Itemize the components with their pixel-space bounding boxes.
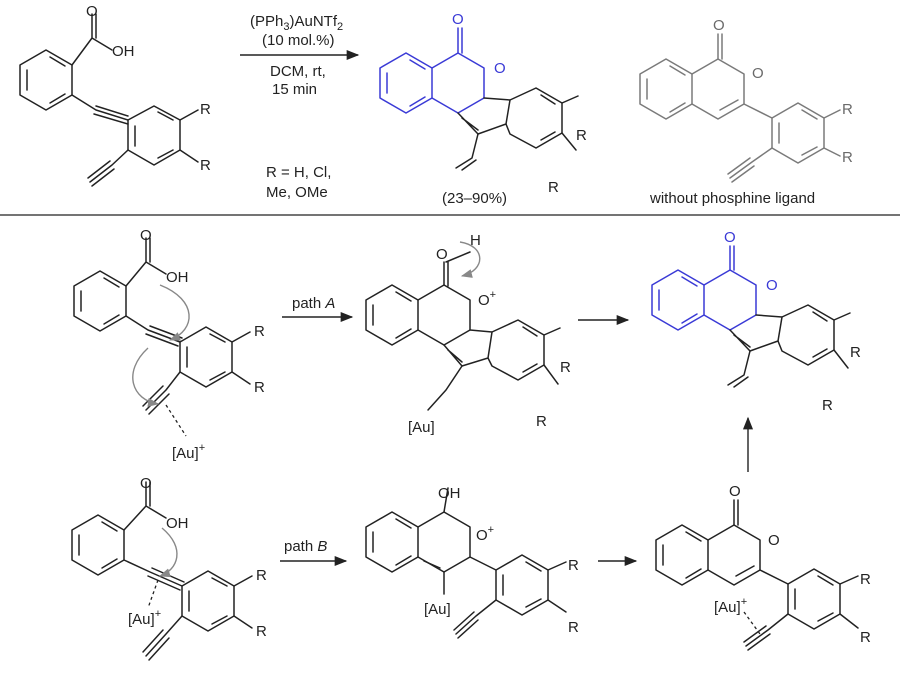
path-b-arrow: path B: [280, 538, 348, 567]
atom-r: R: [560, 359, 571, 376]
atom-r: R: [254, 323, 265, 340]
path-a-intermediate: O H O+ R R [Au]: [365, 232, 571, 436]
au-coordination-bond: [147, 579, 159, 609]
au-cation-label: [Au]+: [714, 596, 747, 616]
catalyst-label: (PPh3)AuNTf2: [250, 13, 343, 33]
atom-r: R: [842, 101, 853, 118]
curved-arrow: [459, 241, 481, 278]
au-cation-label: [Au]+: [172, 442, 205, 462]
path-b-gold-isocoumarin: O O R R [Au]+: [655, 483, 871, 651]
atom-o-ring: O: [766, 277, 778, 294]
atom-o-carbonyl: O: [140, 227, 152, 244]
atom-r: R: [860, 629, 871, 646]
substituents-line1: R = H, Cl,: [266, 164, 331, 181]
substituents-line2: Me, OMe: [266, 184, 328, 201]
atom-r: R: [568, 557, 579, 574]
atom-r: R: [536, 413, 547, 430]
atom-oh: OH: [438, 485, 461, 502]
atom-o-carbonyl: O: [86, 3, 98, 20]
atom-h: H: [470, 232, 481, 249]
product-indenoisocoumarin-bottom: O O R R: [651, 229, 861, 414]
path-a-arrow: path A: [282, 295, 354, 323]
atom-o-carbonyl: O: [713, 17, 725, 34]
atom-r: R: [842, 149, 853, 166]
atom-o-ring: O: [768, 532, 780, 549]
atom-r: R: [576, 127, 587, 144]
au-label: [Au]: [408, 419, 435, 436]
atom-o-ring: O: [494, 60, 506, 77]
atom-r: R: [254, 379, 265, 396]
path-a-label: path A: [292, 295, 335, 312]
path-b-intermediate: OH O+ [Au] R R: [365, 485, 579, 639]
atom-o-hydroxyl: O: [436, 246, 448, 263]
atom-r: R: [256, 567, 267, 584]
side-product-isocoumarin: O O R R without phosphine ligand: [639, 17, 853, 207]
atom-r: R: [200, 157, 211, 174]
product-indenoisocoumarin-top: O O R R (23–90%): [379, 11, 587, 207]
atom-o-oxonium: O+: [476, 524, 494, 544]
atom-r: R: [200, 101, 211, 118]
atom-r: R: [822, 397, 833, 414]
atom-o-oxonium: O+: [478, 289, 496, 309]
au-cation-label: [Au]+: [128, 608, 161, 628]
yield-label: (23–90%): [442, 190, 507, 207]
path-b-label: path B: [284, 538, 327, 555]
atom-oh: OH: [166, 515, 189, 532]
au-coordination-bond: [165, 404, 187, 437]
atom-r: R: [860, 571, 871, 588]
atom-oh: OH: [112, 43, 135, 60]
starting-material-top: O OH R R: [19, 3, 211, 187]
atom-r: R: [548, 179, 559, 196]
path-b-substrate: O OH R R [Au]+: [71, 475, 267, 661]
atom-r: R: [256, 623, 267, 640]
curved-arrow: [132, 347, 160, 407]
atom-o-carbonyl: O: [452, 11, 464, 28]
reaction-conditions: (PPh3)AuNTf2 (10 mol.%) DCM, rt, 15 min …: [240, 13, 360, 201]
side-product-note: without phosphine ligand: [649, 190, 815, 207]
atom-o-ring: O: [752, 65, 764, 82]
atom-o-carbonyl: O: [724, 229, 736, 246]
atom-r: R: [568, 619, 579, 636]
atom-o-carbonyl: O: [140, 475, 152, 492]
au-coordination-bond: [743, 611, 761, 635]
conditions-time: 15 min: [272, 81, 317, 98]
au-label: [Au]: [424, 601, 451, 618]
conditions-solvent: DCM, rt,: [270, 63, 326, 80]
curved-arrow: [158, 527, 178, 578]
atom-o-carbonyl: O: [729, 483, 741, 500]
atom-oh: OH: [166, 269, 189, 286]
path-a-substrate: O OH R R [Au]+: [73, 227, 265, 462]
atom-r: R: [850, 344, 861, 361]
curved-arrow: [159, 284, 190, 341]
catalyst-loading: (10 mol.%): [262, 32, 335, 49]
